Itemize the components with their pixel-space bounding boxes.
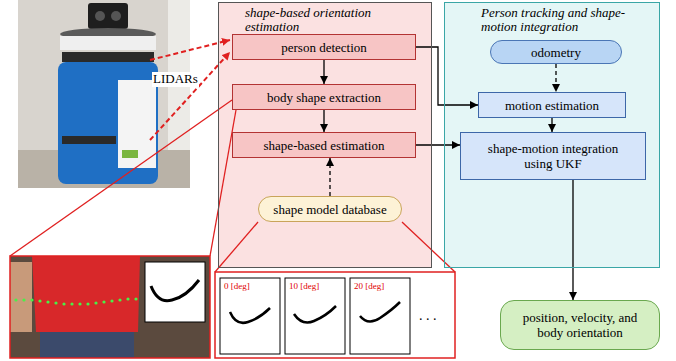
lidar-slot	[62, 52, 154, 62]
box-label: shape-motion integration using UKF	[478, 141, 628, 171]
body-shape	[294, 306, 336, 322]
robot-photo	[18, 0, 190, 188]
box-label: motion estimation	[505, 98, 599, 113]
photo-wall	[18, 0, 190, 188]
box-label: odometry	[531, 45, 581, 60]
robot-head	[88, 3, 128, 29]
flow-arrow	[555, 64, 556, 92]
output-box: position, velocity, and body orientation	[500, 300, 660, 350]
ellipsis-label: . . .	[418, 308, 438, 324]
box-label: position, velocity, and body orientation	[510, 310, 650, 340]
angle-label: 20 [deg]	[353, 281, 385, 291]
group-panel: shape-based orientation estimation person…	[218, 2, 432, 268]
person-arm	[10, 262, 32, 332]
photo-background	[10, 256, 210, 358]
database-box: shape model database	[258, 196, 402, 222]
angle-label: 0 [deg]	[223, 281, 251, 291]
process-box: shape-motion integration using UKF	[460, 132, 646, 180]
panel-heading: shape-based orientation estimation	[245, 6, 385, 34]
panel-fill	[218, 2, 432, 268]
process-box: motion estimation	[478, 92, 626, 118]
robot-panel	[118, 80, 156, 168]
body-shape	[230, 308, 270, 323]
person-jeans	[40, 332, 134, 358]
group-panel: Person tracking and shape-motion integra…	[444, 2, 660, 268]
person-shirt	[32, 256, 140, 332]
leader-line	[215, 222, 258, 272]
box-label: person detection	[281, 40, 367, 55]
body-shape	[360, 302, 400, 322]
model-thumbnail	[350, 278, 410, 354]
callout-frame	[215, 272, 455, 358]
input-box: odometry	[490, 40, 622, 64]
robot-camera	[95, 11, 105, 21]
person-photo	[10, 256, 210, 358]
shape-inset	[145, 262, 205, 322]
flow-arrow	[323, 60, 324, 84]
angle-label: 10 [deg]	[288, 281, 320, 291]
leader-line	[10, 100, 232, 256]
callout-label: LIDARs	[152, 72, 199, 87]
robot-camera	[111, 11, 121, 21]
flow-arrow	[323, 110, 324, 132]
box-label: shape model database	[273, 202, 386, 217]
panel-fill	[444, 2, 660, 268]
robot-ring	[60, 36, 156, 50]
shape-models	[215, 272, 455, 358]
leader-line	[402, 222, 455, 272]
flow-arrow	[572, 180, 573, 300]
flow-arrow	[551, 118, 552, 132]
model-thumbnail	[220, 278, 280, 354]
robot-body	[58, 62, 158, 184]
box-label: body shape extraction	[267, 90, 381, 105]
body-shape	[151, 280, 199, 301]
box-label: shape-based estimation	[264, 138, 385, 153]
lidar-slot	[62, 136, 116, 144]
process-box: person detection	[232, 34, 416, 60]
model-thumbnail	[285, 278, 345, 354]
flow-arrow	[416, 144, 460, 145]
callout-frame	[10, 256, 210, 358]
laser-points	[14, 297, 137, 305]
robot-logo	[122, 150, 138, 158]
process-box: body shape extraction	[232, 84, 416, 110]
process-box: shape-based estimation	[232, 132, 416, 158]
flow-arrow	[329, 158, 330, 196]
panel-heading: Person tracking and shape-motion integra…	[481, 6, 641, 34]
flow-arrow	[416, 47, 478, 105]
